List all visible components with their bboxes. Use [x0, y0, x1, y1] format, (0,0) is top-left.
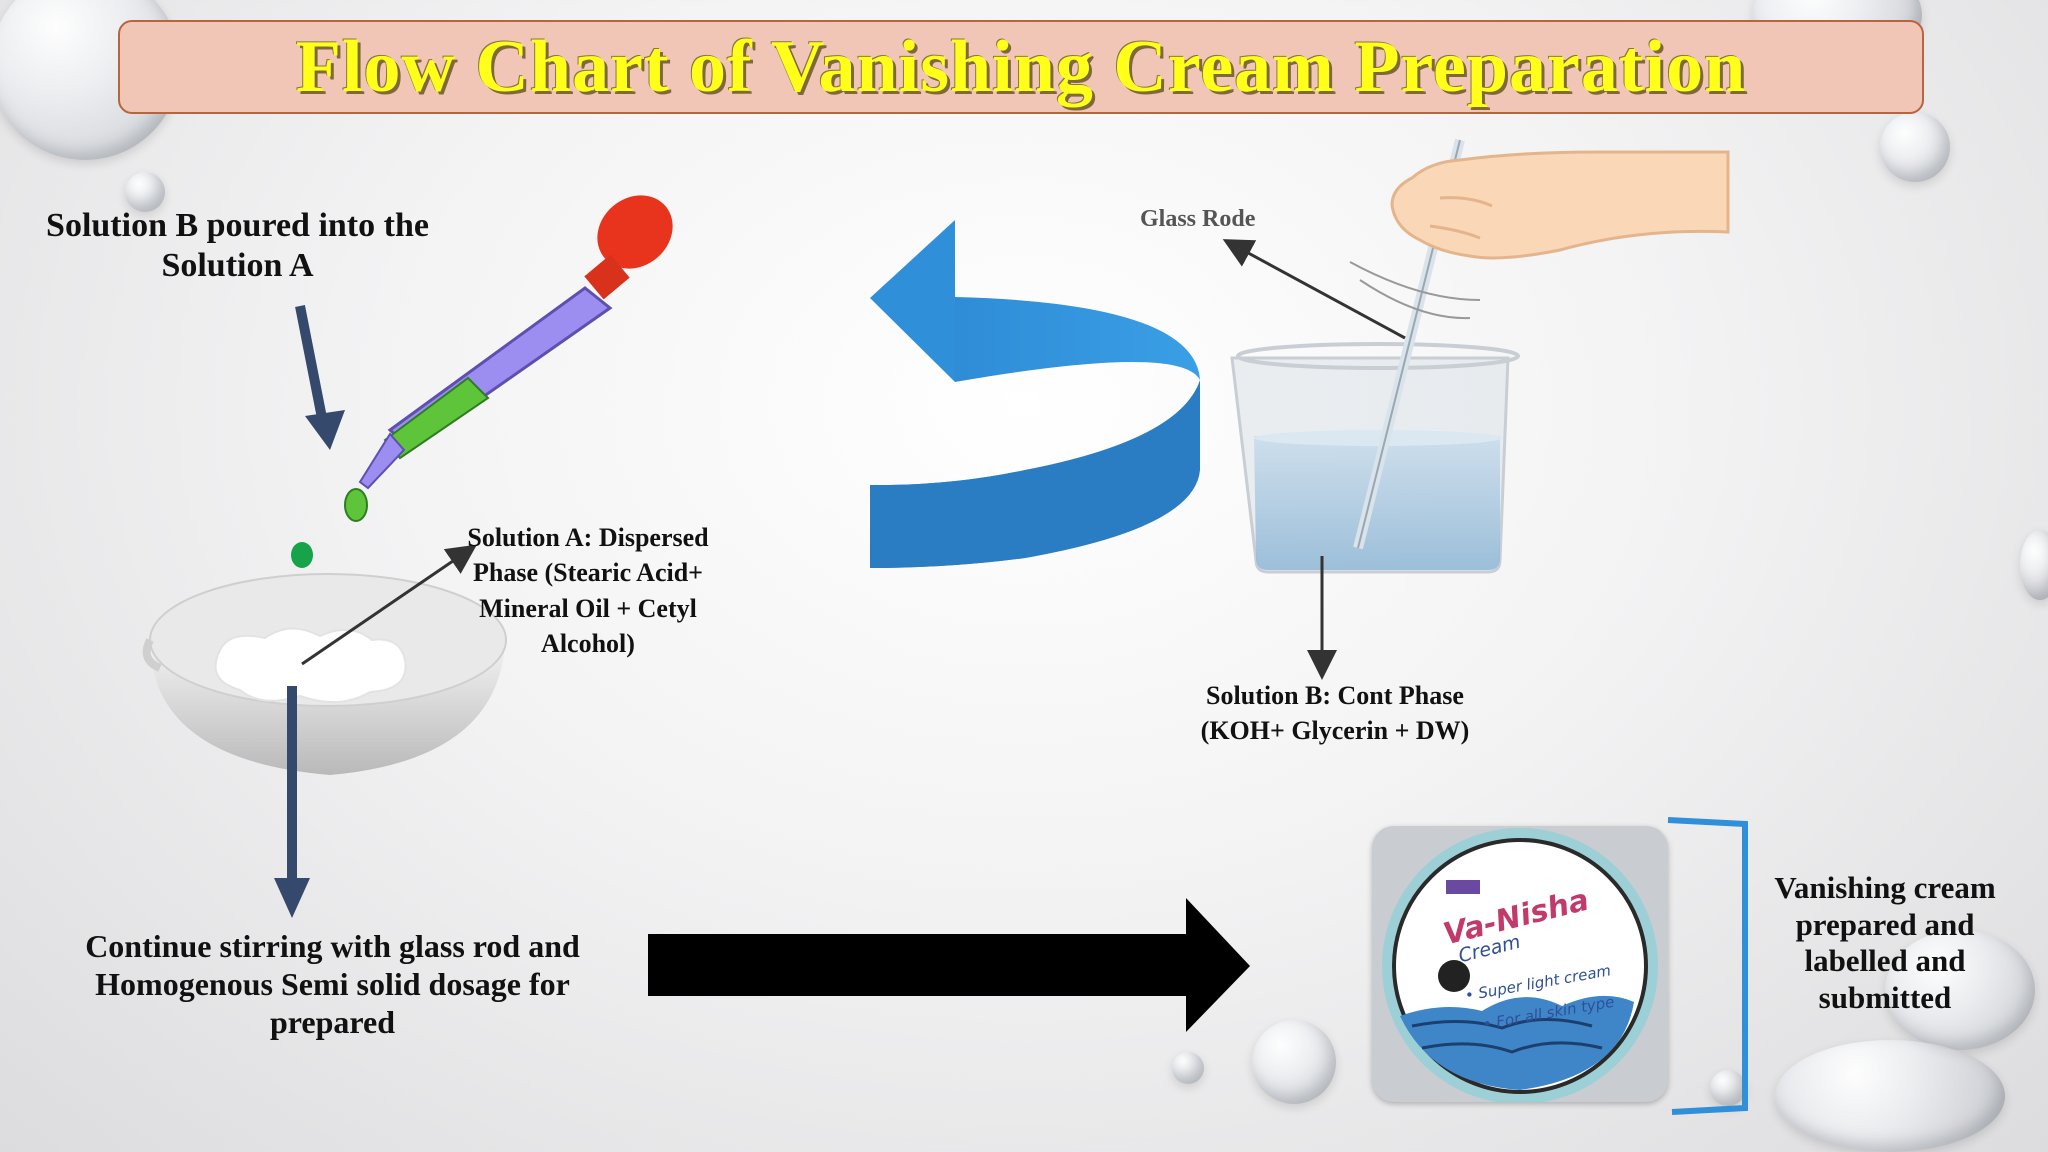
big-right-arrow	[648, 898, 1250, 1032]
curved-return-arrow	[870, 220, 1200, 568]
bubble-decoration	[1710, 1070, 1746, 1106]
hand-icon	[1390, 150, 1730, 260]
bubble-decoration	[2020, 530, 2048, 600]
glass-rod-label: Glass Rode	[1140, 206, 1256, 232]
solution-a-label: Solution A: Dispersed Phase (Stearic Aci…	[467, 523, 709, 659]
solution-b-label: Solution B: Cont Phase (KOH+ Glycerin + …	[1200, 681, 1470, 746]
cream-jar-icon: Va-Nisha Cream • Super light cream • For…	[1372, 826, 1668, 1102]
bubble-decoration	[1885, 930, 2035, 1050]
down-arrow-pour	[295, 305, 345, 450]
droplet-icon	[291, 542, 313, 568]
pointer-arrow-glass-rod	[1222, 239, 1406, 340]
beaker-icon	[1230, 342, 1520, 574]
result-label: Vanishing cream prepared and labelled an…	[1774, 870, 1996, 1015]
result-bracket	[1667, 817, 1748, 1115]
page-title: Flow Chart of Vanishing Cream Preparatio…	[295, 25, 1747, 108]
dropper-icon	[344, 195, 673, 522]
pointer-arrow-solution-a	[301, 544, 477, 666]
bubble-decoration	[125, 172, 165, 212]
title-banner: Flow Chart of Vanishing Cream Preparatio…	[118, 20, 1924, 114]
bubble-decoration	[1775, 1040, 2005, 1152]
bowl-icon	[142, 573, 507, 775]
down-arrow-stir	[274, 686, 310, 918]
step-stirring-label: Continue stirring with glass rod and Hom…	[85, 928, 580, 1040]
stir-motion-lines	[1349, 261, 1481, 320]
bubble-decoration	[1880, 112, 1950, 182]
step-pour-label: Solution B poured into the Solution A	[46, 207, 429, 285]
bubble-decoration	[1252, 1020, 1336, 1104]
bubble-decoration	[1172, 1052, 1204, 1084]
